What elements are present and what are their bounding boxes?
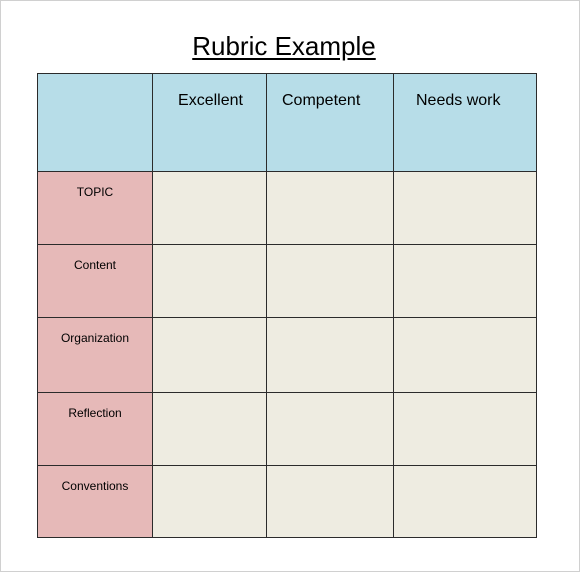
- table-cell: [393, 244, 537, 318]
- table-cell: [266, 171, 394, 245]
- rubric-table: Excellent Competent Needs work TOPIC Con…: [37, 73, 537, 538]
- row-label-cell: Reflection: [37, 392, 153, 466]
- table-cell: [393, 171, 537, 245]
- row-label: TOPIC: [76, 185, 114, 199]
- table-cell: [152, 465, 267, 538]
- row-label: Reflection: [68, 406, 122, 420]
- table-cell: [393, 465, 537, 538]
- table-cell: [393, 317, 537, 393]
- table-cell: [266, 244, 394, 318]
- table-row: TOPIC: [37, 171, 537, 245]
- table-cell: [266, 392, 394, 466]
- row-label: Content: [73, 258, 117, 272]
- header-row: Excellent Competent Needs work: [37, 73, 537, 172]
- row-label-cell: TOPIC: [37, 171, 153, 245]
- table-row: Content: [37, 244, 537, 318]
- table-cell: [152, 317, 267, 393]
- row-label-cell: Conventions: [37, 465, 153, 538]
- header-competent: Competent: [266, 73, 394, 172]
- table-row: Organization: [37, 317, 537, 393]
- header-label: Needs work: [416, 92, 501, 109]
- header-label: Excellent: [178, 92, 243, 109]
- table-row: Conventions: [37, 465, 537, 538]
- row-label: Conventions: [61, 479, 129, 493]
- header-corner-cell: [37, 73, 153, 172]
- header-needs-work: Needs work: [393, 73, 537, 172]
- table-cell: [152, 392, 267, 466]
- document-title: Rubric Example: [192, 31, 376, 61]
- table-cell: [393, 392, 537, 466]
- table-cell: [152, 244, 267, 318]
- table-row: Reflection: [37, 392, 537, 466]
- table-cell: [152, 171, 267, 245]
- row-label-cell: Content: [37, 244, 153, 318]
- row-label-cell: Organization: [37, 317, 153, 393]
- row-label: Organization: [60, 331, 130, 345]
- header-label: Competent: [282, 92, 361, 109]
- header-excellent: Excellent: [152, 73, 267, 172]
- table-cell: [266, 465, 394, 538]
- table-cell: [266, 317, 394, 393]
